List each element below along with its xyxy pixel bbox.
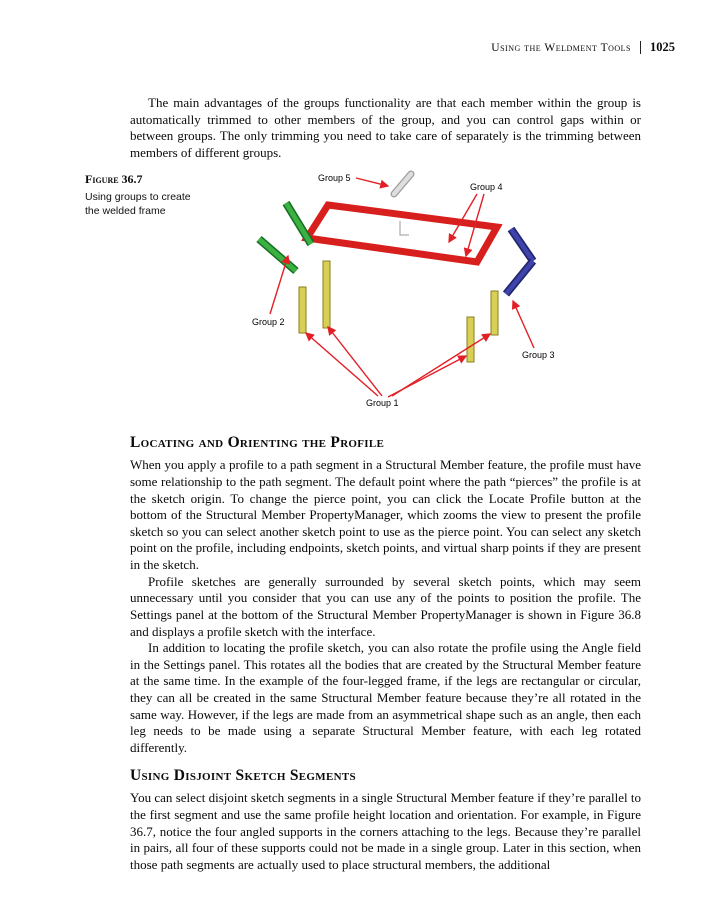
green-support-1 xyxy=(283,201,314,246)
group3-arrow xyxy=(512,299,535,349)
paragraph: Profile sketches are generally surrounde… xyxy=(130,573,641,639)
red-frame-member xyxy=(301,201,503,266)
group4-arrow-2 xyxy=(463,193,485,258)
paragraph: In addition to locating the profile sket… xyxy=(130,640,641,755)
group5-arrow xyxy=(355,177,390,189)
green-support-2 xyxy=(257,237,298,273)
figure-caption-block: Figure 36.7 Using groups to create the w… xyxy=(85,172,203,218)
group1-arrow-4 xyxy=(391,333,492,397)
group1-label: Group 1 xyxy=(366,398,399,408)
section-heading-disjoint-segments: Using Disjoint Sketch Segments xyxy=(130,766,356,784)
header-divider xyxy=(640,41,641,54)
blue-support-1 xyxy=(509,227,535,263)
group5-label: Group 5 xyxy=(318,173,351,183)
group1-arrow-2 xyxy=(327,325,383,397)
sketch-origin-mark xyxy=(399,221,409,236)
group3-label: Group 3 xyxy=(522,350,555,360)
group2-label: Group 2 xyxy=(252,317,285,327)
section-heading-locating-profile: Locating and Orienting the Profile xyxy=(130,433,385,451)
running-header: Using the Weldment Tools 1025 xyxy=(491,40,675,55)
group1-arrow-1 xyxy=(304,332,379,397)
yellow-leg-3 xyxy=(466,316,475,363)
cylinder-member xyxy=(391,171,414,197)
running-header-title: Using the Weldment Tools xyxy=(491,41,631,54)
yellow-leg-4 xyxy=(490,290,499,336)
weldment-frame-diagram: Group 5 Group 4 Group 2 Group 3 Group 1 xyxy=(252,170,555,408)
yellow-leg-2 xyxy=(322,260,331,329)
blue-support-2 xyxy=(504,259,535,296)
body-text-column: The main advantages of the groups functi… xyxy=(130,95,641,874)
paragraph: When you apply a profile to a path segme… xyxy=(130,457,641,573)
figure-label: Figure 36.7 xyxy=(85,172,143,186)
figure-spacer xyxy=(130,162,641,433)
intro-paragraph: The main advantages of the groups functi… xyxy=(130,95,641,160)
group4-label: Group 4 xyxy=(470,182,503,192)
group2-arrow xyxy=(269,254,291,315)
page-number: 1025 xyxy=(650,40,675,54)
yellow-leg-1 xyxy=(298,286,307,334)
figure-caption-text: Using groups to create the welded frame xyxy=(85,191,191,218)
paragraph: You can select disjoint sketch segments … xyxy=(130,790,641,872)
group4-arrow-1 xyxy=(448,193,478,244)
